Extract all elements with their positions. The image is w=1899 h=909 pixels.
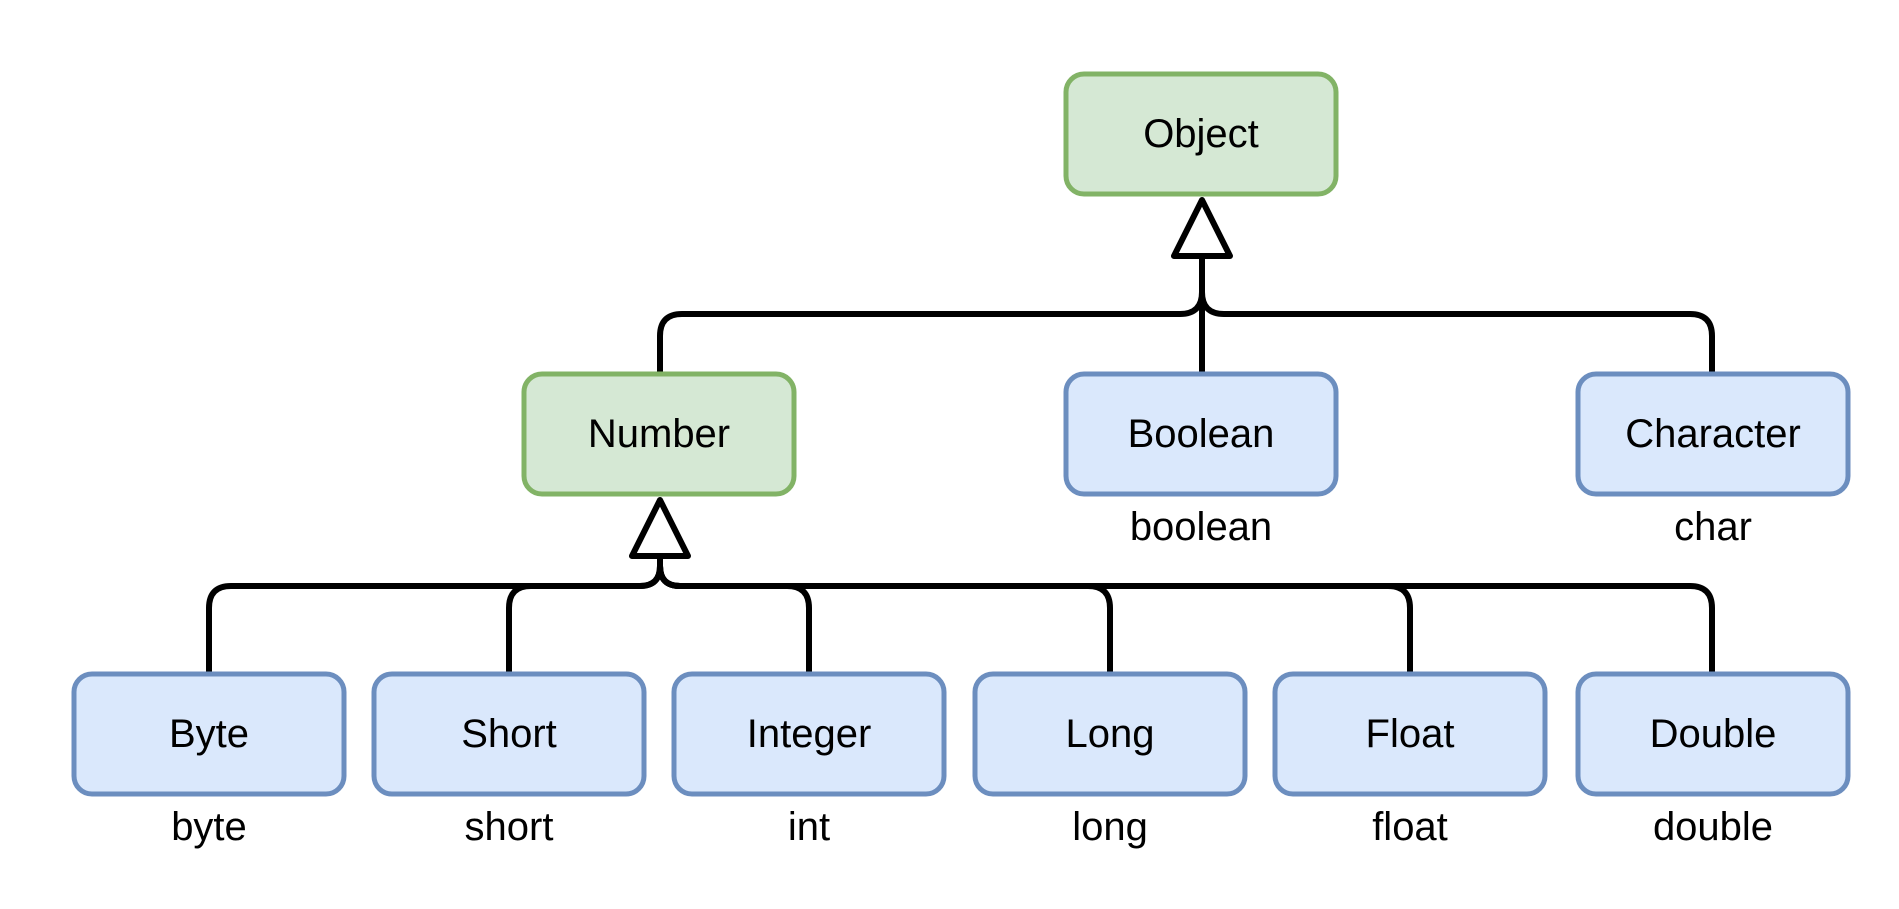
edges-object (657, 197, 1715, 374)
node-double-box (1575, 671, 1851, 797)
edge-number-integer (657, 556, 812, 674)
edge-number-double (657, 556, 1715, 674)
node-byte-label: Byte (169, 712, 249, 756)
inheritance-arrow-object (1171, 197, 1233, 259)
node-byte-box (71, 671, 347, 797)
node-float-label: Float (1366, 712, 1455, 756)
primitive-byte: byte (171, 805, 247, 849)
node-character-label: Character (1625, 412, 1801, 456)
node-short-box (371, 671, 647, 797)
edges-number (206, 497, 1715, 674)
primitive-integer: int (788, 805, 830, 849)
edge-number-short (506, 556, 663, 674)
edge-object-character (1199, 256, 1715, 374)
primitive-character: char (1674, 505, 1752, 549)
node-integer[interactable]: Integer (671, 671, 947, 797)
primitive-short: short (465, 805, 554, 849)
edge-number-float (657, 556, 1413, 674)
node-object[interactable]: Object (1063, 71, 1339, 197)
node-character[interactable]: Character (1575, 371, 1851, 497)
node-boolean-label: Boolean (1128, 412, 1275, 456)
node-long-label: Long (1066, 712, 1155, 756)
edge-number-byte (206, 556, 663, 674)
inheritance-arrow-number (629, 497, 691, 559)
node-float[interactable]: Float (1272, 671, 1548, 797)
node-number-box (521, 371, 797, 497)
node-character-box (1575, 371, 1851, 497)
primitive-double: double (1653, 805, 1773, 849)
node-float-box (1272, 671, 1548, 797)
node-boolean[interactable]: Boolean (1063, 371, 1339, 497)
node-long-box (972, 671, 1248, 797)
node-byte[interactable]: Byte (71, 671, 347, 797)
primitive-long: long (1072, 805, 1148, 849)
edge-number-long (657, 556, 1113, 674)
node-short-label: Short (461, 712, 557, 756)
node-boolean-box (1063, 371, 1339, 497)
edge-object-number (657, 256, 1205, 374)
node-integer-label: Integer (747, 712, 872, 756)
node-double-label: Double (1650, 712, 1777, 756)
node-double[interactable]: Double (1575, 671, 1851, 797)
node-long[interactable]: Long (972, 671, 1248, 797)
node-number-label: Number (588, 412, 730, 456)
node-number[interactable]: Number (521, 371, 797, 497)
primitive-float: float (1372, 805, 1448, 849)
node-object-box (1063, 71, 1339, 197)
node-object-label: Object (1143, 112, 1259, 156)
primitive-boolean: boolean (1130, 505, 1272, 549)
node-short[interactable]: Short (371, 671, 647, 797)
node-integer-box (671, 671, 947, 797)
